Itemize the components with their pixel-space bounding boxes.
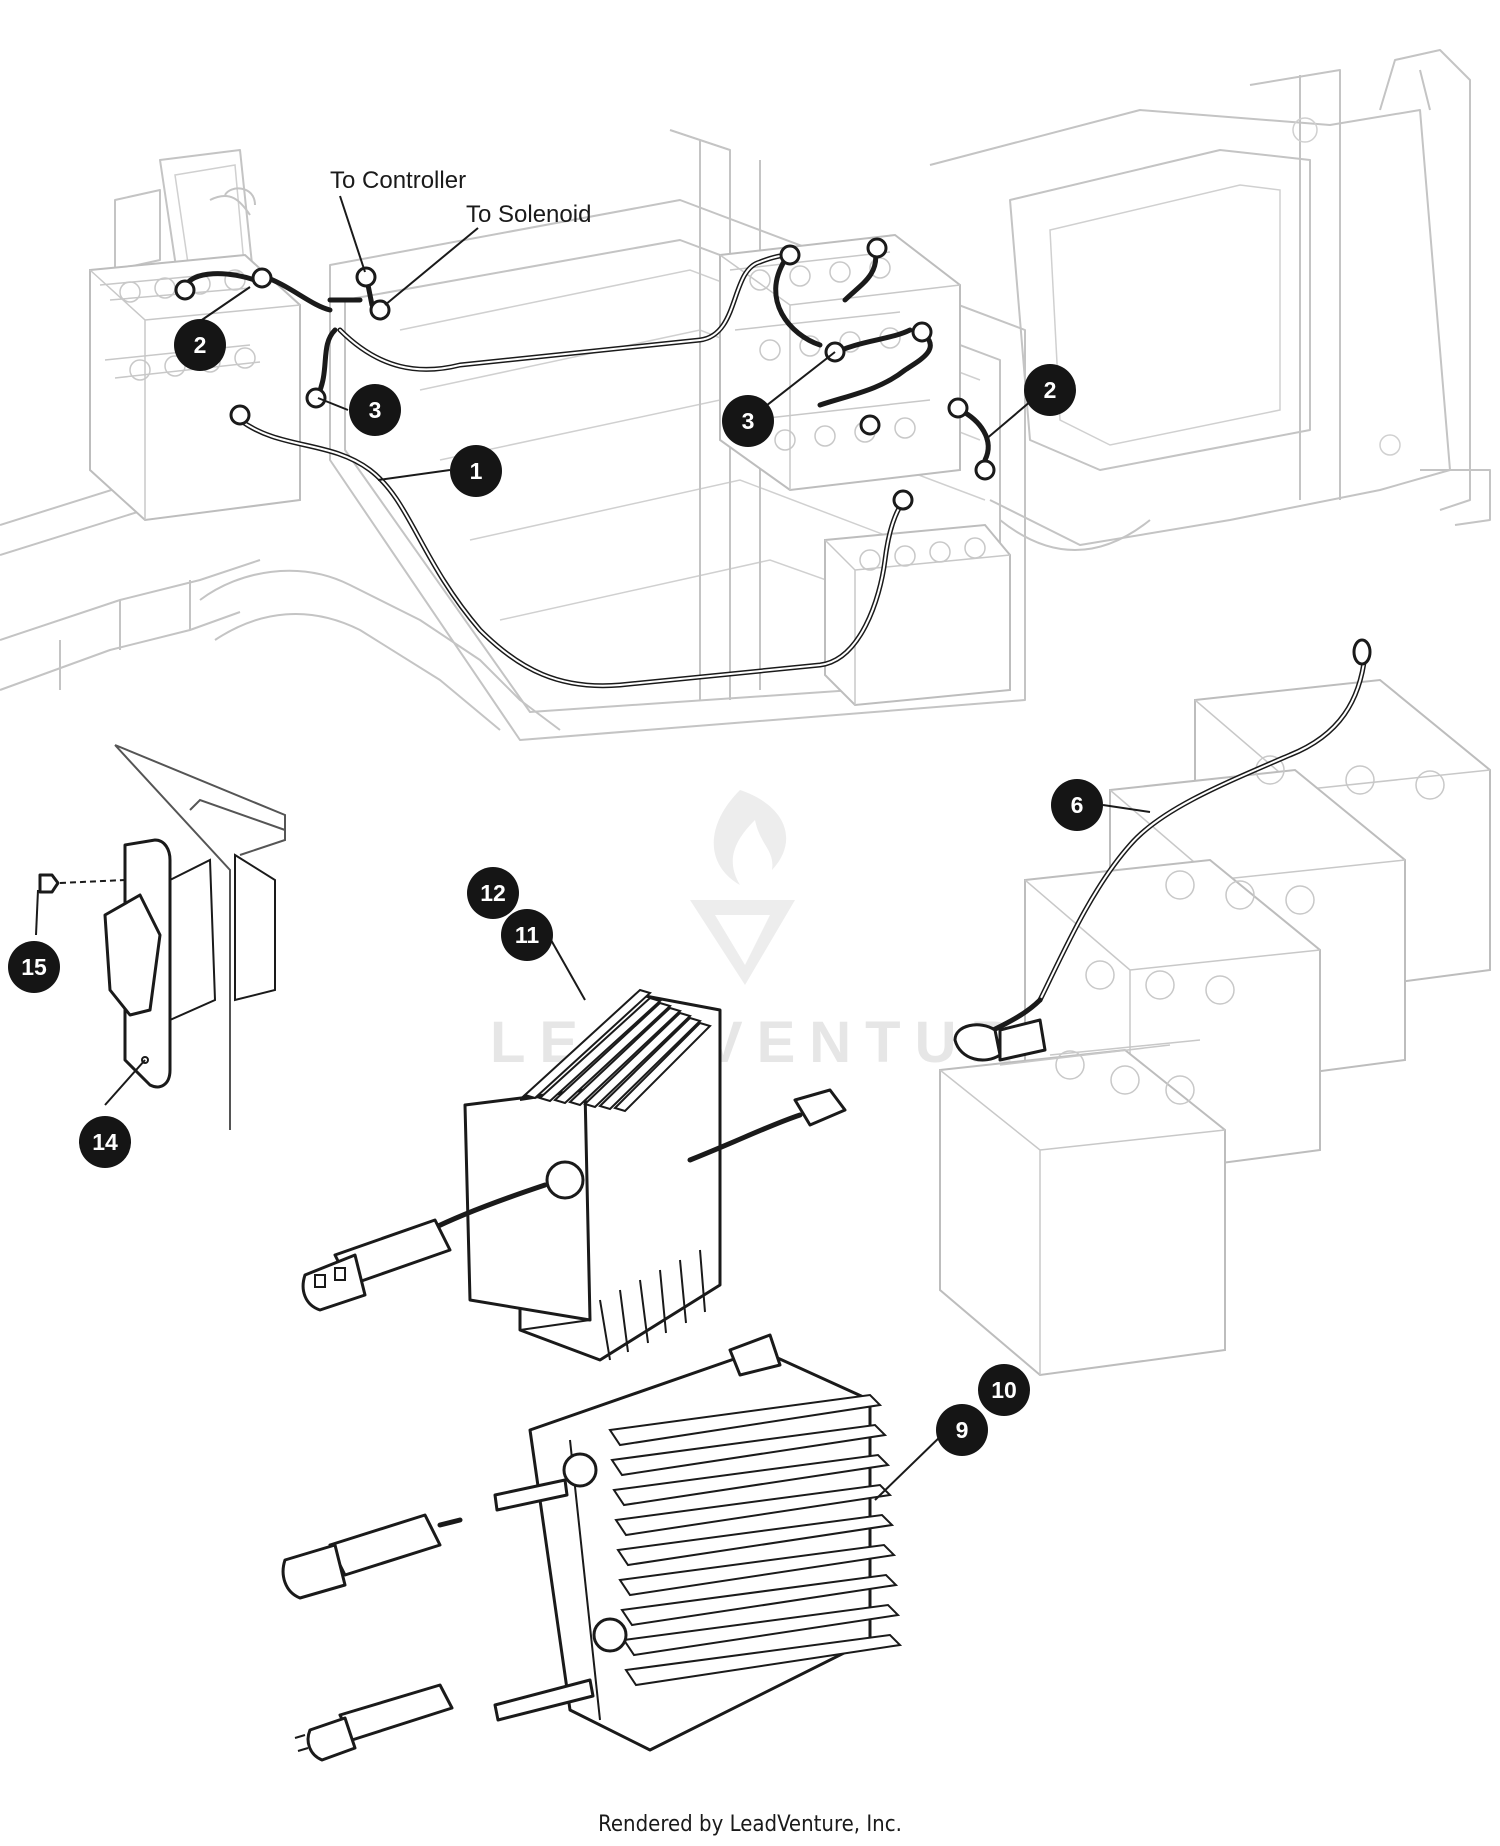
svg-text:3: 3	[369, 397, 382, 423]
leader-to-solenoid	[384, 227, 479, 306]
charger-fins	[608, 1393, 903, 1687]
leader-to-controller	[339, 195, 366, 273]
callout-14: 14	[79, 1116, 131, 1168]
svg-text:2: 2	[1044, 377, 1057, 403]
svg-text:14: 14	[92, 1129, 118, 1155]
battery-cluster-front-left	[89, 253, 301, 522]
callout-3-right: 3	[722, 395, 774, 447]
top-labels: To Controller To Solenoid	[330, 167, 591, 306]
svg-text:12: 12	[480, 880, 506, 906]
svg-text:1: 1	[470, 458, 483, 484]
callout-2-right: 2	[1024, 364, 1076, 416]
battery-cluster-rear-right	[719, 233, 1011, 707]
callout-9: 9	[936, 1404, 988, 1456]
callout-15: 15	[8, 941, 60, 993]
charger-top-fins	[523, 988, 712, 1113]
callout-12: 12	[467, 867, 519, 919]
callout-6: 6	[1051, 779, 1103, 831]
svg-text:6: 6	[1071, 792, 1084, 818]
svg-text:3: 3	[742, 408, 755, 434]
charger-part-11-12	[301, 988, 847, 1362]
battery-set-part-6	[939, 638, 1491, 1377]
receptacle-parts-14-15	[38, 744, 286, 1130]
label-to-solenoid: To Solenoid	[466, 201, 591, 228]
callout-1: 1	[450, 445, 502, 497]
svg-text:2: 2	[194, 332, 207, 358]
svg-text:10: 10	[991, 1377, 1017, 1403]
label-to-controller: To Controller	[330, 167, 466, 194]
callout-11: 11	[501, 909, 553, 961]
callout-10: 10	[978, 1364, 1030, 1416]
callout-3-left: 3	[349, 384, 401, 436]
svg-text:11: 11	[515, 922, 540, 948]
callout-2-left: 2	[174, 319, 226, 371]
battery-cables-top	[174, 237, 996, 689]
footer-credit: Rendered by LeadVenture, Inc.	[598, 1812, 902, 1837]
svg-text:15: 15	[21, 954, 47, 980]
svg-text:9: 9	[956, 1417, 969, 1443]
charger-part-9-10	[281, 1333, 903, 1762]
